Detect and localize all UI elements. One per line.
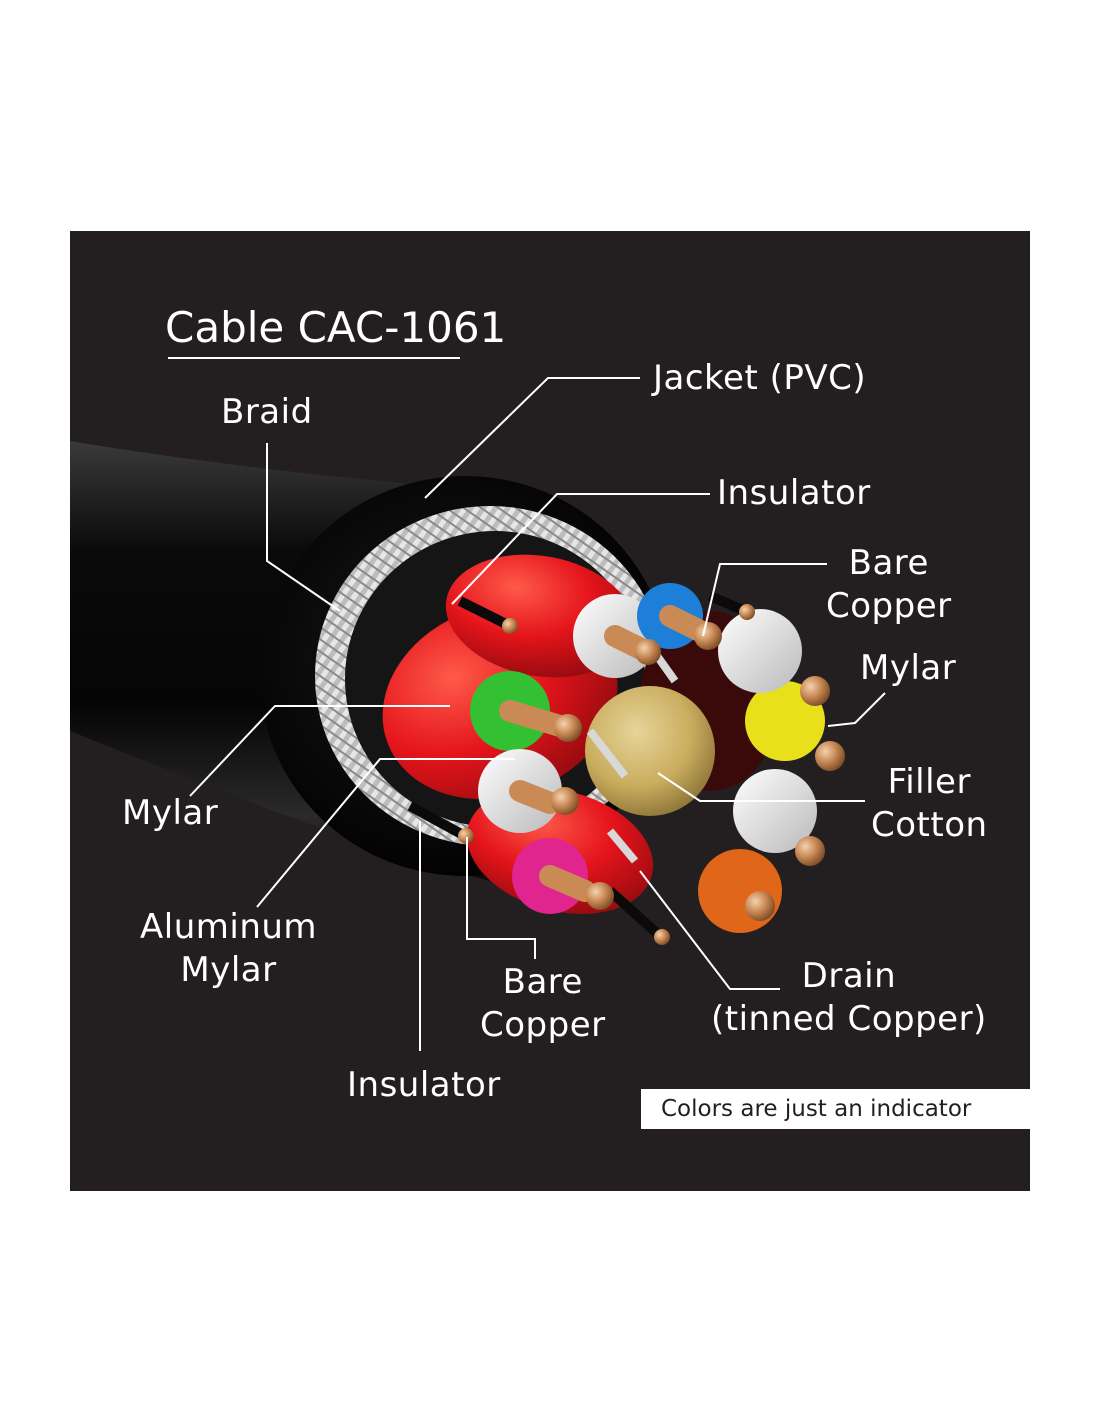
label-bare-copper-right-line1: Bare — [848, 543, 929, 583]
drain-wires — [407, 591, 755, 945]
title-underline — [168, 357, 460, 359]
diagram-title: Cable CAC-1061 — [165, 303, 507, 352]
callout-mylar-right — [827, 692, 886, 727]
label-filler-line1: Filler — [887, 762, 971, 802]
callout-insulator-top — [451, 493, 710, 605]
callout-mylar-left — [189, 705, 450, 797]
label-bare-copper-bottom-line2: Copper — [480, 1005, 606, 1045]
color-disclaimer-note: Colors are just an indicator — [641, 1089, 1030, 1129]
label-jacket: Jacket (PVC) — [653, 358, 867, 398]
callout-drain — [639, 870, 780, 990]
filler-cotton — [585, 686, 715, 816]
callout-braid — [266, 443, 341, 612]
label-bare-copper-bottom: Bare Copper — [480, 961, 606, 1047]
label-mylar-left: Mylar — [122, 793, 219, 833]
callout-aluminum-mylar — [256, 758, 515, 908]
label-filler-cotton: Filler Cotton — [871, 761, 988, 847]
label-drain-line1: Drain — [801, 956, 897, 996]
label-filler-line2: Cotton — [871, 805, 988, 845]
callout-bare-copper-bottom — [466, 837, 536, 959]
callout-filler — [657, 772, 865, 802]
label-aluminum-mylar-line2: Mylar — [180, 950, 277, 990]
label-insulator-bottom: Insulator — [347, 1065, 501, 1105]
callout-jacket — [424, 377, 640, 499]
diagram-panel: Cable CAC-1061 Jacket (PVC) Braid Insula… — [70, 231, 1030, 1191]
label-insulator-top: Insulator — [717, 473, 871, 513]
cable-illustration — [70, 377, 886, 1051]
callout-bare-copper-right — [702, 563, 827, 637]
label-bare-copper-bottom-line1: Bare — [502, 962, 583, 1002]
label-aluminum-mylar-line1: Aluminum — [140, 907, 318, 947]
label-drain-line2: (tinned Copper) — [711, 999, 987, 1039]
label-mylar-right: Mylar — [860, 648, 957, 688]
callout-lines — [189, 377, 886, 1051]
label-aluminum-mylar: Aluminum Mylar — [140, 906, 317, 992]
label-bare-copper-right-line2: Copper — [826, 586, 952, 626]
label-braid: Braid — [221, 392, 313, 432]
label-drain: Drain (tinned Copper) — [711, 955, 987, 1041]
copper-conductors — [499, 605, 845, 921]
label-bare-copper-right: Bare Copper — [826, 542, 952, 628]
